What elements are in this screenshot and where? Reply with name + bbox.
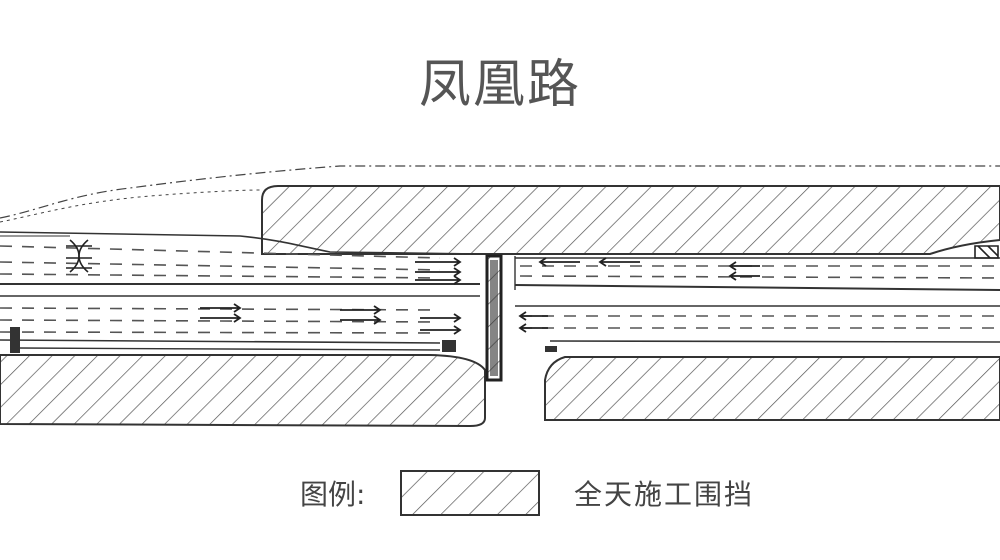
road-boundary-dashdot	[0, 165, 1000, 219]
right-lane-lines	[514, 256, 1000, 343]
legend-item-text: 全天施工围挡	[574, 478, 755, 511]
road-construction-diagram	[0, 165, 1000, 428]
left-lane-markings	[0, 245, 441, 334]
road-title: 凤凰路	[418, 55, 581, 115]
right-lane-markings	[519, 265, 1000, 329]
traffic-arrows	[200, 257, 760, 335]
road-boundary-dotted	[0, 189, 263, 223]
left-lane-lines	[0, 231, 481, 351]
left-end-arrows	[66, 239, 92, 273]
legend-hatch-swatch	[400, 470, 540, 516]
bottom-right-enclosure	[544, 356, 1000, 421]
right-end-marker	[974, 245, 999, 259]
top-enclosure	[261, 185, 1000, 255]
center-barrier-core	[490, 260, 498, 376]
bottom-left-enclosure	[0, 354, 486, 428]
barrier-blocks	[10, 327, 557, 353]
legend-label: 图例:	[300, 478, 366, 511]
